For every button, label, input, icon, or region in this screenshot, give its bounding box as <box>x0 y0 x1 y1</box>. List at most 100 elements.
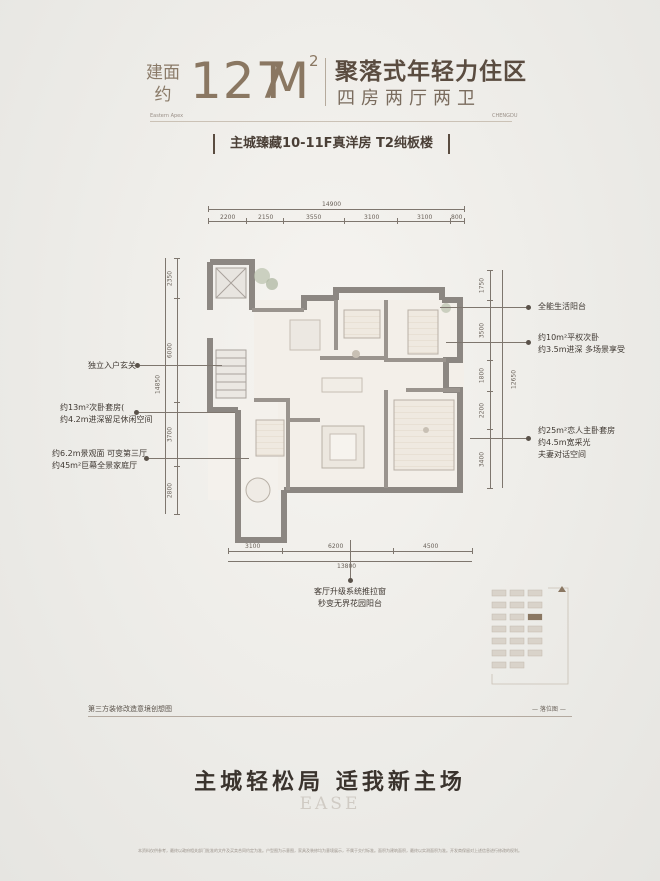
dim-top-seg-6: 800 <box>451 214 463 221</box>
dim-right-seg-4: 2200 <box>478 402 486 419</box>
dim-top-seg-5: 3100 <box>417 214 433 221</box>
callout-line <box>470 438 528 439</box>
dim-tick <box>282 548 283 554</box>
dim-tick <box>397 218 398 224</box>
callout-left-1: 独立入户玄关 <box>88 360 136 372</box>
dim-left-seg-2: 6000 <box>166 342 174 359</box>
dim-bottom-seg-3: 4500 <box>423 543 439 550</box>
dim-line-right-total <box>502 270 503 488</box>
callout-dot <box>134 410 139 415</box>
callout-dot <box>348 578 353 583</box>
dim-line-top-total <box>208 209 464 210</box>
callout-text: 独立入户玄关 <box>88 361 136 370</box>
dim-right-total: 12650 <box>510 369 518 390</box>
callout-left-2: 约13m²次卧套房( 约4.2m进深留足休闲空间 <box>60 402 153 426</box>
callout-text: 约10m²平权次卧 <box>538 333 600 342</box>
dim-tick <box>174 466 180 467</box>
callout-line <box>149 458 249 459</box>
dim-tick <box>208 218 209 224</box>
callout-dot <box>144 456 149 461</box>
callout-line <box>440 307 528 308</box>
dim-top-seg-1: 2200 <box>220 214 236 221</box>
callout-dot <box>526 305 531 310</box>
dim-tick <box>283 218 284 224</box>
callout-text: 约25m²恋人主卧套房 <box>538 426 616 435</box>
slogan-sub: 四房两厅两卫 <box>337 88 481 109</box>
header-divider <box>325 58 326 106</box>
dim-bottom-seg-2: 6200 <box>328 543 344 550</box>
dim-tick <box>450 218 451 224</box>
dim-left-seg-3: 3700 <box>166 426 174 443</box>
dim-top-total: 14900 <box>322 201 342 208</box>
callout-line <box>446 342 528 343</box>
dim-left-seg-1: 2350 <box>166 270 174 287</box>
callout-right-2: 约10m²平权次卧 约3.5m进深 多场景享受 <box>538 332 625 356</box>
dim-left-seg-4: 2800 <box>166 482 174 499</box>
illustration-note: 第三方装修改造意境创想图 <box>88 705 172 713</box>
dim-tick <box>487 429 493 430</box>
location-map-label: — 落位图 — <box>532 706 566 713</box>
callout-right-1: 全能生活阳台 <box>538 301 586 313</box>
callout-text: 约6.2m景观面 可变第三厅 <box>52 449 148 458</box>
tiny-caption-left: Eastern Apex <box>150 113 184 119</box>
dim-tick <box>487 391 493 392</box>
dim-tick <box>174 258 180 259</box>
dim-line-top-segments <box>208 221 464 222</box>
dim-top-seg-2: 2150 <box>258 214 274 221</box>
dim-tick <box>246 218 247 224</box>
area-superscript: 2 <box>309 52 319 70</box>
area-value: 127 <box>190 52 289 110</box>
callout-left-3: 约6.2m景观面 可变第三厅 约45m²巨幕全景家庭厅 <box>52 448 147 472</box>
dim-tick <box>174 298 180 299</box>
dim-tick <box>174 402 180 403</box>
header-rule <box>150 121 512 122</box>
dim-right-seg-3: 1800 <box>478 367 486 384</box>
area-prefix: 建面约 <box>146 63 180 105</box>
callout-dot <box>526 340 531 345</box>
brand-logo: EASE <box>299 794 361 814</box>
callout-text: 约4.2m进深留足休闲空间 <box>60 415 153 424</box>
callout-text: 约45m²巨幕全景家庭厅 <box>52 461 138 470</box>
dim-tick <box>487 270 493 271</box>
callout-dot <box>526 436 531 441</box>
callout-text: 约13m²次卧套房( <box>60 403 125 412</box>
dim-tick <box>464 206 465 212</box>
callout-text: 约4.5m宽采光 <box>538 438 591 447</box>
dim-tick <box>487 300 493 301</box>
dim-line-left-segments <box>177 258 178 514</box>
bottom-slogan: 主城轻松局 适我新主场 <box>194 770 466 795</box>
note-rule <box>88 716 572 717</box>
slogan-main: 聚落式年轻力住区 <box>335 59 527 85</box>
callout-line <box>139 412 235 413</box>
disclaimer: 本资料仅供参考，最终以政府相关部门批准的文件及买卖合同约定为准。户型图为示意图，… <box>138 848 522 853</box>
subtitle: 主城臻藏10-11F真洋房 T2纯板楼 <box>213 134 450 154</box>
dim-tick <box>208 206 209 212</box>
callout-dot <box>135 363 140 368</box>
callout-line <box>140 365 222 366</box>
location-map <box>491 586 569 685</box>
dim-tick <box>393 548 394 554</box>
callout-text: 约3.5m进深 多场景享受 <box>538 345 626 354</box>
dim-right-seg-2: 3500 <box>478 322 486 339</box>
callout-text: 全能生活阳台 <box>538 302 586 311</box>
dim-tick <box>174 514 180 515</box>
dim-top-seg-4: 3100 <box>364 214 380 221</box>
callout-text: 客厅升级系统推拉窗 <box>314 587 386 596</box>
dim-tick <box>472 548 473 554</box>
callout-text: 秒变无界花园阳台 <box>318 599 382 608</box>
tiny-caption-right: CHENGDU <box>492 113 518 119</box>
floor-plan <box>207 259 464 543</box>
callout-right-3: 约25m²恋人主卧套房 约4.5m宽采光 夫妻对话空间 <box>538 425 615 461</box>
callout-text: 夫妻对话空间 <box>538 450 586 459</box>
area-unit: M <box>266 52 310 110</box>
dim-tick <box>487 360 493 361</box>
dim-right-seg-5: 3400 <box>478 451 486 468</box>
dim-right-seg-1: 1750 <box>478 277 486 294</box>
dim-tick <box>487 488 493 489</box>
dim-line-left-total <box>165 258 166 514</box>
dim-bottom-seg-1: 3100 <box>245 543 261 550</box>
callout-line-vertical <box>350 540 351 580</box>
dim-tick <box>464 218 465 224</box>
dim-line-right-segments <box>490 270 491 488</box>
dim-left-total: 14850 <box>154 374 162 395</box>
